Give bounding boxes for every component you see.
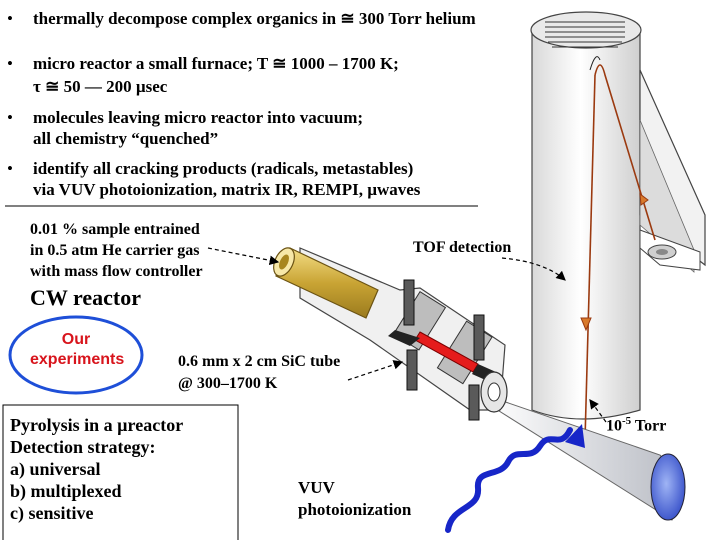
sample-line-1: 0.01 % sample entrained bbox=[30, 221, 200, 238]
strategy-line-4: b) multiplexed bbox=[10, 481, 122, 501]
bullet-4-line-1: identify all cracking products (radicals… bbox=[33, 159, 414, 178]
bullet-3-line-2: all chemistry “quenched” bbox=[33, 129, 219, 148]
bullet-marker: • bbox=[7, 108, 13, 127]
ion-flight-path bbox=[580, 64, 656, 441]
strategy-line-2: Detection strategy: bbox=[10, 437, 156, 457]
cw-reactor-label: CW reactor bbox=[30, 285, 141, 310]
tof-detection-label: TOF detection bbox=[413, 239, 512, 256]
bullet-3-line-1: molecules leaving micro reactor into vac… bbox=[33, 108, 364, 127]
bullet-2-line-1: micro reactor a small furnace; T ≅ 1000 … bbox=[33, 54, 399, 73]
vuv-line-2: photoionization bbox=[298, 500, 412, 519]
bullet-marker: • bbox=[7, 9, 13, 28]
sample-line-3: with mass flow controller bbox=[30, 263, 203, 280]
sic-tube-line-1: 0.6 mm x 2 cm SiC tube bbox=[178, 353, 341, 370]
bullet-4-line-2: via VUV photoionization, matrix IR, REMP… bbox=[33, 180, 421, 199]
bullet-marker: • bbox=[7, 159, 13, 178]
strategy-text: Pyrolysis in a µreactor Detection strate… bbox=[10, 414, 183, 524]
pressure-base: 10 bbox=[606, 417, 622, 435]
detector-arm bbox=[639, 69, 706, 273]
our-experiments-line-1: Our bbox=[61, 331, 91, 348]
beam-endcap bbox=[650, 453, 686, 521]
vuv-photon-wave bbox=[445, 427, 573, 533]
vuv-photon-arrowhead bbox=[565, 424, 585, 448]
strategy-line-1: Pyrolysis in a µreactor bbox=[10, 415, 184, 435]
bullet-1-line-1: thermally decompose complex organics in … bbox=[33, 9, 476, 28]
pressure-exponent: -5 bbox=[622, 415, 632, 427]
callout-arrows bbox=[207, 247, 607, 423]
brass-inlet bbox=[273, 247, 379, 319]
tof-tube bbox=[530, 11, 642, 420]
our-experiments-oval bbox=[8, 315, 144, 395]
sample-line-2: in 0.5 atm He carrier gas bbox=[30, 242, 200, 259]
our-experiments-line-2: experiments bbox=[30, 351, 125, 368]
vuv-line-1: VUV bbox=[298, 478, 335, 497]
our-experiments-text: Our experiments bbox=[30, 330, 125, 370]
sic-tube-line-2: @ 300–1700 K bbox=[178, 375, 278, 392]
pressure-unit: Torr bbox=[631, 417, 667, 435]
strategy-box bbox=[2, 404, 239, 540]
strategy-line-3: a) universal bbox=[10, 459, 101, 479]
bullet-2-line-2: τ ≅ 50 — 200 µsec bbox=[33, 77, 168, 96]
strategy-line-5: c) sensitive bbox=[10, 503, 94, 523]
pressure-label: 10-5 Torr bbox=[606, 412, 666, 435]
bullet-marker: • bbox=[7, 54, 13, 73]
